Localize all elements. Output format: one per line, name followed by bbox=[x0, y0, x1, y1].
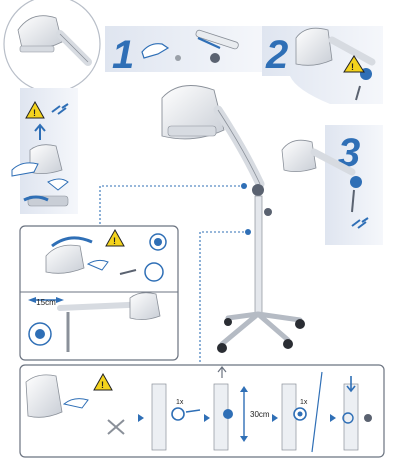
callout-dot bbox=[245, 229, 251, 235]
lamp-arm-part bbox=[213, 105, 265, 189]
caster-wheel bbox=[283, 339, 293, 349]
pin-part bbox=[175, 55, 181, 61]
stand-pole-part bbox=[343, 383, 359, 451]
height-knob bbox=[264, 208, 272, 216]
svg-text:!: ! bbox=[351, 62, 354, 72]
lamp-on-stand bbox=[161, 85, 305, 353]
knob-icon bbox=[364, 414, 372, 422]
height-adjust-panel: ! 1x 30cm 1x bbox=[19, 364, 385, 458]
step-1-background bbox=[105, 26, 265, 72]
step-1-number: 1 bbox=[112, 33, 134, 77]
lamp-head-icon bbox=[25, 374, 63, 418]
caster-wheel bbox=[224, 318, 232, 326]
hand-icon bbox=[141, 43, 170, 59]
lamp-head-icon bbox=[281, 139, 317, 172]
lamp-head-icon bbox=[29, 144, 63, 174]
stand-pole-part bbox=[151, 383, 167, 451]
hand-icon bbox=[11, 162, 39, 177]
callout-lines bbox=[99, 185, 248, 362]
hand-icon bbox=[47, 178, 69, 191]
arrow-icon bbox=[197, 36, 221, 50]
next-step-arrow-icon bbox=[204, 414, 210, 422]
stand-pole-part bbox=[254, 195, 263, 315]
step-1-panel: 1 bbox=[105, 26, 265, 77]
warning-triangle-icon bbox=[343, 55, 365, 73]
check-position-circle bbox=[342, 412, 354, 424]
rotate-knob-icon bbox=[350, 176, 362, 188]
caster-wheel bbox=[295, 319, 305, 329]
stand-base-part bbox=[219, 311, 303, 347]
hand-icon bbox=[62, 398, 89, 409]
joint-knob bbox=[210, 53, 220, 63]
step-2-panel: 2 ! bbox=[262, 26, 383, 104]
lamp-head-icon bbox=[129, 292, 161, 320]
callout-dot bbox=[241, 183, 247, 189]
turns-label-1: 1x bbox=[176, 399, 184, 406]
knob-icon bbox=[223, 409, 233, 419]
unplug-panel: ! bbox=[11, 88, 78, 214]
unplug-icon bbox=[51, 103, 69, 115]
turns-label-2: 1x bbox=[300, 399, 308, 406]
next-step-arrow-icon bbox=[330, 414, 336, 422]
lamp-head-icon bbox=[295, 27, 333, 66]
side-offset-label: 15cm bbox=[36, 298, 56, 307]
step-2-background bbox=[262, 26, 383, 104]
lower-arrow-icon bbox=[346, 376, 356, 393]
svg-text:!: ! bbox=[33, 108, 36, 118]
height-change-label: 30cm bbox=[250, 410, 270, 419]
rotate-arrow-icon bbox=[51, 236, 93, 248]
lamp-arm-part bbox=[195, 29, 239, 50]
loosen-knob-icon bbox=[171, 407, 185, 421]
height-arrow-icon bbox=[240, 386, 248, 442]
warning-triangle-icon bbox=[25, 100, 45, 119]
warning-triangle-icon bbox=[93, 372, 113, 391]
step-3-panel: 3 bbox=[281, 125, 383, 245]
lamp-head-detail-circle bbox=[3, 0, 101, 93]
next-step-arrow-icon bbox=[138, 414, 144, 422]
arm-adjust-panel: ! 15cm bbox=[19, 225, 179, 361]
caster-wheel bbox=[217, 343, 227, 353]
svg-text:!: ! bbox=[113, 236, 116, 246]
step-2-number: 2 bbox=[265, 33, 288, 77]
svg-text:!: ! bbox=[101, 380, 104, 390]
knob-detail-circle bbox=[144, 262, 164, 282]
next-step-arrow-icon bbox=[272, 414, 278, 422]
section-divider bbox=[311, 371, 323, 453]
lamp-head-icon bbox=[45, 244, 85, 274]
hand-icon bbox=[86, 259, 109, 271]
lamp-head-icon bbox=[161, 85, 225, 140]
lift-arrow-icon bbox=[34, 123, 46, 140]
plug-in-icon bbox=[351, 217, 369, 229]
warning-triangle-icon bbox=[105, 228, 125, 247]
joint-knob bbox=[252, 184, 264, 196]
